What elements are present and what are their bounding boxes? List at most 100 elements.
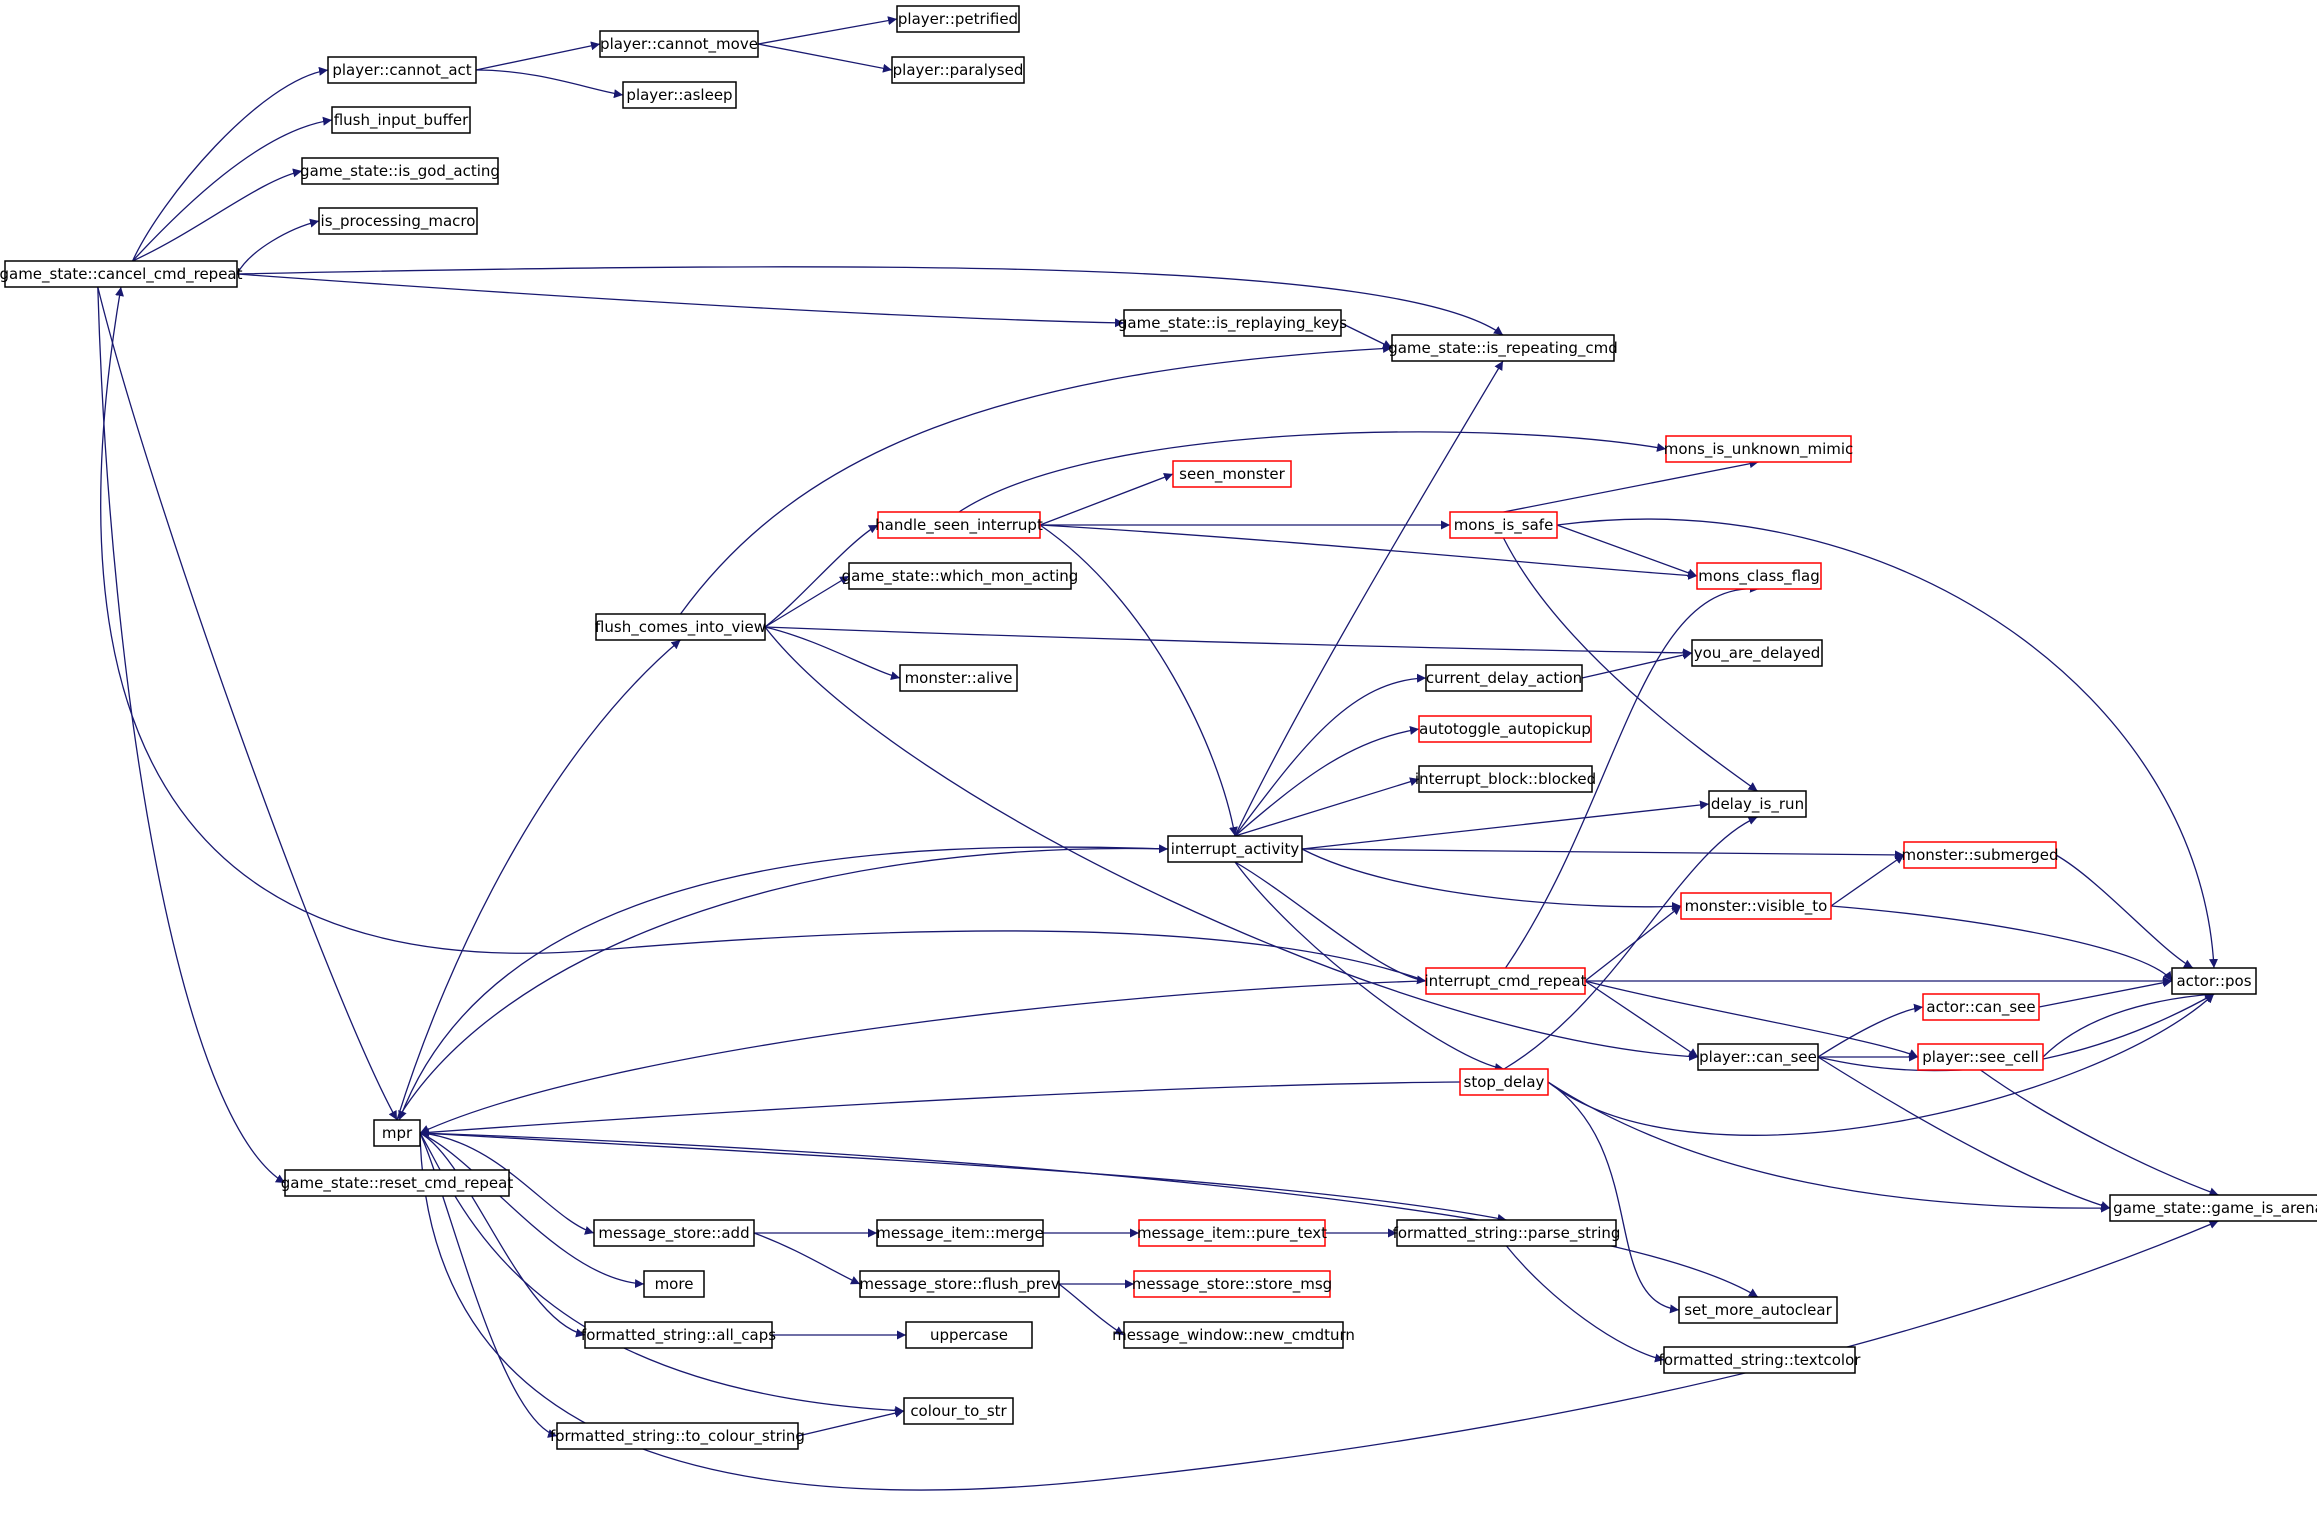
node-box [593,1219,755,1247]
edge-flush-view-to-you-delayed [764,626,1693,658]
edge-mpr-to-all-caps [419,1132,586,1338]
node-cannot-act[interactable]: player::cannot_act [327,56,477,84]
node-textcolor[interactable]: formatted_string::textcolor [1659,1346,1862,1374]
edge-interrupt-cmd-to-mpr [419,980,1427,1134]
node-handle-seen[interactable]: handle_seen_interrupt [875,511,1043,539]
node-box [848,562,1072,590]
edge-interrupt-activity-to-visible-to [1301,848,1682,911]
edge-flush-prev-to-new-cmdturn [1058,1283,1125,1336]
node-box [1922,993,2040,1021]
node-interrupt-cmd[interactable]: interrupt_cmd_repeat [1424,967,1587,995]
node-cannot-move[interactable]: player::cannot_move [599,30,759,58]
node-box [599,30,759,58]
node-to-colour-string[interactable]: formatted_string::to_colour_string [550,1422,805,1450]
node-autotoggle[interactable]: autotoggle_autopickup [1418,715,1592,743]
node-new-cmdturn[interactable]: message_window::new_cmdturn [1112,1321,1355,1349]
node-pure-text[interactable]: message_item::pure_text [1137,1219,1327,1247]
node-mpr[interactable]: mpr [373,1119,421,1147]
node-flush-input[interactable]: flush_input_buffer [331,106,471,134]
node-label: player::cannot_act [332,61,471,80]
node-interrupt-activity[interactable]: interrupt_activity [1167,835,1303,863]
edge-root-to-is-god-acting [132,168,303,262]
node-box [331,106,471,134]
edge-mpr-to-interrupt-activity [396,844,1169,1121]
edge-msg-add-to-flush-prev [753,1232,861,1285]
node-box [1425,664,1583,692]
edge-see-cell-to-game-is-arena [1980,1069,2219,1197]
node-current-delay[interactable]: current_delay_action [1425,664,1583,692]
edge-cannot-move-to-paralysed [757,43,893,73]
node-is-processing-macro[interactable]: is_processing_macro [318,207,478,235]
node-player-can-see[interactable]: player::can_see [1697,1043,1819,1071]
node-label: current_delay_action [1426,669,1582,688]
node-actor-can-see[interactable]: actor::can_see [1922,993,2040,1021]
node-is-god-acting[interactable]: game_state::is_god_acting [300,157,500,185]
node-see-cell[interactable]: player::see_cell [1917,1043,2044,1071]
node-label: interrupt_block::blocked [1415,770,1596,789]
node-game-is-arena[interactable]: game_state::game_is_arena [2109,1194,2317,1222]
edge-actor-can-see-to-actor-pos [2038,978,2173,1008]
edge-root-to-is-repeating-cmd [236,266,1504,336]
node-label: more [655,1275,694,1293]
node-uppercase[interactable]: uppercase [905,1321,1033,1349]
edge-flush-view-to-monster-alive [764,626,901,681]
node-colour-to-str[interactable]: colour_to_str [903,1397,1014,1425]
node-label: interrupt_cmd_repeat [1424,972,1586,991]
node-is-replaying-keys[interactable]: game_state::is_replaying_keys [1118,309,1347,337]
edge-visible-to-to-actor-pos [1830,905,2173,982]
edge-parse-string-to-textcolor [1505,1245,1665,1363]
node-flush-view[interactable]: flush_comes_into_view [595,613,766,641]
node-label: mpr [382,1124,413,1142]
node-submerged[interactable]: monster::submerged [1901,841,2059,869]
node-reset-cmd[interactable]: game_state::reset_cmd_repeat [281,1169,514,1197]
node-asleep[interactable]: player::asleep [622,81,737,109]
edge-mpr-to-set-more [419,1132,1759,1298]
edge-see-cell-to-actor-pos [2042,990,2215,1058]
node-all-caps[interactable]: formatted_string::all_caps [581,1321,776,1349]
node-box [1903,841,2057,869]
edge-root-to-cannot-act [132,66,329,262]
node-visible-to[interactable]: monster::visible_to [1680,892,1832,920]
node-monster-alive[interactable]: monster::alive [899,664,1018,692]
edge-interrupt-activity-to-interrupt-cmd [1234,861,1427,985]
node-stop-delay[interactable]: stop_delay [1459,1068,1549,1096]
node-seen-monster[interactable]: seen_monster [1172,460,1292,488]
node-petrified[interactable]: player::petrified [896,5,1020,33]
node-mons-class-flag[interactable]: mons_class_flag [1696,562,1822,590]
node-label: player::petrified [898,10,1018,28]
node-interrupt-block[interactable]: interrupt_block::blocked [1415,765,1596,793]
node-mons-is-safe[interactable]: mons_is_safe [1449,511,1558,539]
node-flush-prev[interactable]: message_store::flush_prev [859,1270,1060,1298]
node-box [1449,511,1558,539]
node-mons-unknown-mimic[interactable]: mons_is_unknown_mimic [1664,435,1854,463]
node-store-msg[interactable]: message_store::store_msg [1132,1270,1332,1298]
node-label: message_store::flush_prev [859,1275,1059,1294]
node-is-repeating-cmd[interactable]: game_state::is_repeating_cmd [1388,334,1618,362]
node-box [622,81,737,109]
node-which-mon[interactable]: game_state::which_mon_acting [842,562,1079,590]
edge-submerged-to-actor-pos [2055,854,2194,969]
edge-mpr-to-to-colour-string [419,1132,558,1438]
node-more[interactable]: more [643,1270,705,1298]
node-box [1691,639,1823,667]
edge-interrupt-activity-to-current-delay [1234,673,1427,837]
node-label: message_item::merge [876,1224,1043,1243]
node-delay-is-run[interactable]: delay_is_run [1708,790,1807,818]
node-set-more[interactable]: set_more_autoclear [1678,1296,1838,1324]
node-actor-pos[interactable]: actor::pos [2171,967,2257,995]
node-msg-merge[interactable]: message_item::merge [876,1219,1044,1247]
node-parse-string[interactable]: formatted_string::parse_string [1393,1219,1621,1247]
node-you-delayed[interactable]: you_are_delayed [1691,639,1823,667]
node-root[interactable]: game_state::cancel_cmd_repeat [0,260,243,288]
node-label: uppercase [930,1326,1008,1344]
node-msg-add[interactable]: message_store::add [593,1219,755,1247]
edge-interrupt-activity-to-is-repeating-cmd [1234,360,1504,837]
node-box [1425,967,1586,995]
node-paralysed[interactable]: player::paralysed [891,56,1025,84]
edge-mpr-to-colour-to-str [419,1132,905,1415]
node-label: set_more_autoclear [1684,1301,1832,1320]
node-box [1708,790,1807,818]
node-label: interrupt_activity [1171,840,1300,859]
edge-handle-seen-to-mons-unknown-mimic [958,431,1667,513]
node-box [284,1169,510,1197]
